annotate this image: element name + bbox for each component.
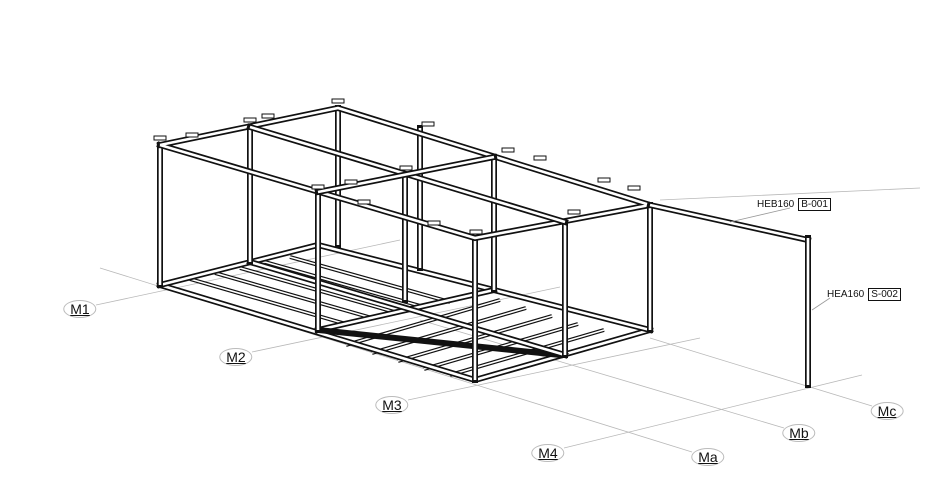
- grid-bubble-mb: Mb: [782, 424, 816, 442]
- grid-bubble-m4: M4: [531, 444, 565, 462]
- grid-bubble-ma: Ma: [691, 448, 725, 466]
- grid-bubble-mc: Mc: [870, 402, 904, 420]
- grid-bubble-m2: M2: [219, 348, 253, 366]
- mark-label: B-001: [798, 198, 831, 211]
- grid-lines: [95, 187, 921, 453]
- column-top-plates: [153, 98, 641, 235]
- mark-label: S-002: [868, 288, 901, 301]
- profile-label: HEB160: [757, 199, 795, 210]
- grid-bubble-m3: M3: [375, 396, 409, 414]
- profile-label: HEA160: [827, 289, 865, 300]
- steel-frame: [156, 104, 831, 388]
- grid-bubble-m1: M1: [63, 300, 97, 318]
